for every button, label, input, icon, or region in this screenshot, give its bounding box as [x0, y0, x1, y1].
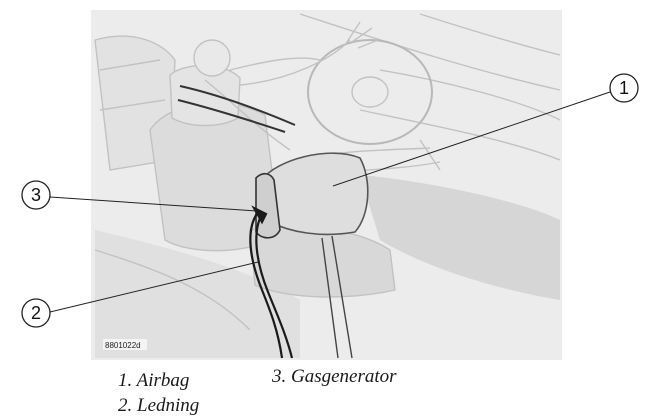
callout-3: 3 [21, 180, 51, 210]
ledning-wire [249, 205, 294, 359]
leader-line-1 [332, 91, 611, 187]
image-code: 8801022d [105, 341, 141, 350]
seat-belt-lines [177, 85, 296, 133]
callout-2: 2 [21, 298, 51, 328]
vehicle-interior-sketch [94, 13, 561, 358]
callout-2-number: 2 [31, 303, 41, 323]
callout-leaders [49, 91, 611, 313]
legend-item-gasgenerator: 3. Gasgenerator [271, 366, 397, 387]
seat-rail-lines [321, 235, 353, 359]
legend-item-ledning: 2. Ledning [118, 395, 199, 416]
callout-3-number: 3 [31, 185, 41, 205]
leader-line-2 [49, 261, 259, 313]
legend-item-airbag: 1. Airbag [118, 370, 189, 391]
callout-1: 1 [609, 73, 639, 103]
callout-1-number: 1 [619, 78, 629, 98]
leader-line-3 [49, 196, 257, 212]
image-code-box [103, 339, 147, 350]
